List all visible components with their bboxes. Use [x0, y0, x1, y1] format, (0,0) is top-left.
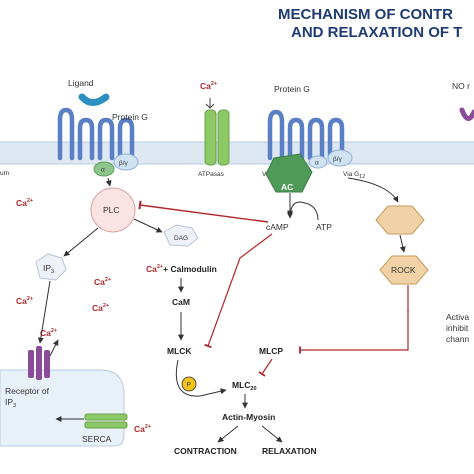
ca-serca: Ca2+ — [134, 424, 151, 434]
cam-label: CaM — [172, 297, 190, 307]
g-betagamma-left — [113, 153, 139, 171]
rock-inhibits-mlcp — [299, 310, 409, 354]
ca-cytosol-1: Ca2+ — [16, 198, 33, 208]
mlck-label: MLCK — [167, 346, 192, 356]
activa-text-3: chann — [446, 334, 469, 344]
rock-node — [379, 255, 429, 285]
plc-node — [90, 187, 136, 233]
serca-pump-bottom — [84, 421, 128, 429]
camp-label: cAMP — [266, 222, 289, 232]
ca-cytosol-3: Ca2+ — [16, 296, 33, 306]
camp-inhibits-plc — [138, 200, 269, 223]
rock-label: ROCK — [391, 265, 416, 275]
serca-label: SERCA — [82, 434, 112, 444]
g12-to-rhoa-arrow — [347, 177, 399, 203]
dag-node — [163, 224, 199, 247]
phosphate-label: P — [187, 382, 191, 389]
ip3-label: IP3 — [43, 263, 54, 275]
ca-cytosol-2: Ca2+ — [94, 277, 111, 287]
ca-release-arrow — [49, 339, 59, 357]
atpase-channel-right — [217, 109, 230, 166]
g-alpha-right — [308, 155, 328, 169]
galpha-to-plc-arrow — [105, 177, 112, 187]
mlcp-label: MLCP — [259, 346, 283, 356]
ip3-to-receptor-arrow — [37, 280, 51, 344]
mlcp-dephosphorylates-mlc — [258, 358, 273, 377]
mlc20-label: MLC20 — [232, 380, 257, 392]
rhoa-node — [375, 205, 425, 235]
atp-to-camp-arrow — [287, 201, 319, 221]
relaxation-label: RELAXATION — [262, 446, 317, 456]
ca-influx-arrow — [205, 98, 215, 109]
title-line-1: MECHANISM OF CONTR — [278, 6, 453, 23]
g-alpha-left-label: α — [101, 167, 105, 174]
contraction-label: CONTRACTION — [174, 446, 237, 456]
g-alpha-right-label: α — [315, 160, 319, 167]
atpase-channel-left — [204, 109, 217, 166]
mlck-to-mlc-arrow — [175, 359, 227, 397]
activa-text-2: inhibit — [446, 323, 469, 333]
g-betagamma-right — [327, 149, 353, 167]
reticulum-label: um — [0, 170, 9, 177]
ca-cytosol-4: Ca2+ — [92, 303, 109, 313]
ca-calmodulin-label: Ca2++ Calmodulin — [146, 264, 217, 274]
receptor-ip3-label-2: IP3 — [5, 397, 16, 409]
atpasas-label: ATPasas — [198, 171, 225, 178]
ip3-node — [35, 253, 67, 281]
gpcr-left-icon — [57, 107, 135, 161]
plc-to-dag-arrow — [133, 218, 163, 233]
no-receptor-icon — [459, 107, 474, 121]
ligand-label: Ligand — [68, 78, 94, 88]
camp-inhibits-mlck — [204, 233, 273, 349]
ip3-receptor-channel — [28, 346, 50, 380]
receptor-ip3-label-1: Receptor of — [5, 386, 50, 396]
ca-atpase-label: Ca2+ — [200, 81, 217, 91]
g-betagamma-left-label: β/γ — [119, 160, 129, 167]
ac-label: AC — [281, 182, 293, 192]
activa-text-1: Activa — [446, 312, 469, 322]
protein-g-left-label: Protein G — [112, 112, 148, 122]
g-betagamma-right-label: β/γ — [333, 156, 343, 163]
protein-g-right-label: Protein G — [274, 84, 310, 94]
title-line-2: AND RELAXATION OF T — [291, 24, 462, 41]
phosphate-badge — [181, 376, 197, 392]
plc-to-ip3-arrow — [63, 227, 99, 257]
serca-pump-top — [84, 413, 128, 421]
via-g12-label: Via G12 — [343, 171, 365, 180]
plc-label: PLC — [103, 205, 120, 215]
actin-to-contraction-arrow — [217, 425, 239, 443]
g-alpha-left — [93, 161, 115, 177]
ca-cytosol-5: Ca2+ — [40, 328, 57, 338]
no-receptor-label: NO r — [452, 81, 470, 91]
dag-label: DAG — [174, 235, 188, 242]
ligand-icon — [78, 93, 110, 106]
actin-to-relaxation-arrow — [261, 425, 283, 443]
gpcr-right-icon — [267, 109, 345, 161]
atp-label: ATP — [316, 222, 332, 232]
actin-myosin-label: Actin-Myosin — [222, 412, 275, 422]
rhoa-to-rock-arrow — [399, 234, 406, 253]
adenylyl-cyclase — [265, 153, 313, 193]
